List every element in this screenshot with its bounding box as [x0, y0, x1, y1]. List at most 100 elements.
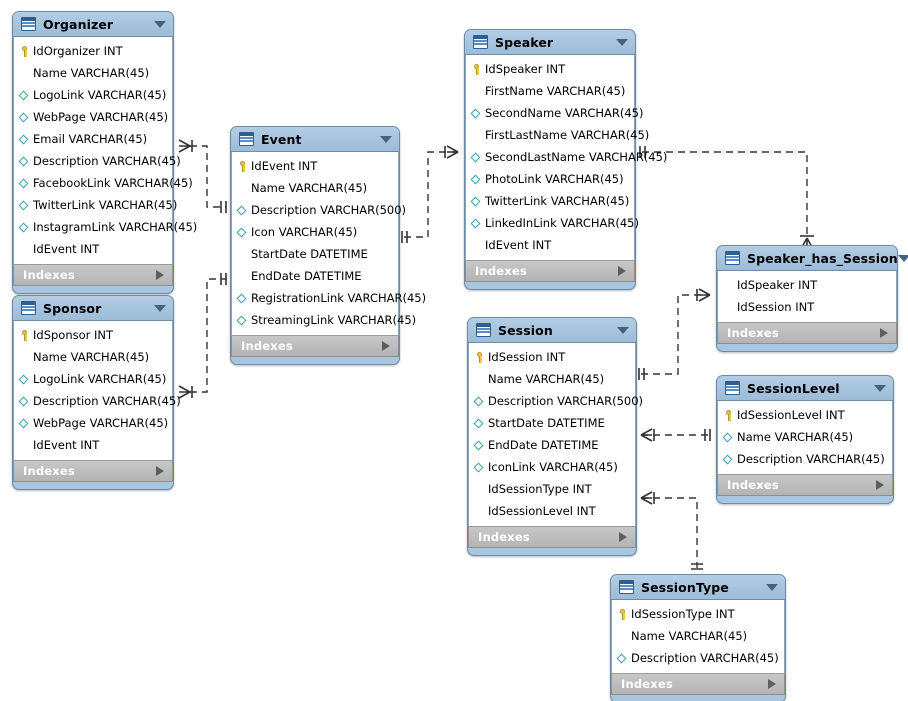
- table-header-session[interactable]: Session: [468, 318, 636, 343]
- column-row[interactable]: IdSpeaker INT: [466, 58, 634, 80]
- column-row[interactable]: IdSessionType INT: [612, 603, 784, 625]
- column-row[interactable]: FirstName VARCHAR(45): [466, 80, 634, 102]
- column-row[interactable]: IdSessionType INT: [469, 478, 635, 500]
- table-header-organizer[interactable]: Organizer: [13, 12, 173, 37]
- column-row[interactable]: StartDate DATETIME: [469, 412, 635, 434]
- column-row[interactable]: Name VARCHAR(45): [718, 426, 892, 448]
- column-row[interactable]: IdSessionLevel INT: [469, 500, 635, 522]
- chevron-down-icon[interactable]: [154, 20, 166, 28]
- column-row[interactable]: Description VARCHAR(500): [232, 199, 406, 221]
- chevron-right-icon[interactable]: [156, 466, 164, 476]
- indexes-section-speaker_has_session[interactable]: Indexes: [717, 322, 897, 344]
- chevron-down-icon[interactable]: [154, 304, 166, 312]
- table-header-speaker[interactable]: Speaker: [465, 30, 635, 55]
- column-row[interactable]: IconLink VARCHAR(45): [469, 456, 635, 478]
- indexes-section-organizer[interactable]: Indexes: [13, 264, 173, 286]
- column-row[interactable]: Name VARCHAR(45): [14, 346, 172, 368]
- column-row[interactable]: IdSpeaker INT: [718, 274, 896, 296]
- column-row[interactable]: SecondName VARCHAR(45): [466, 102, 643, 124]
- column-row[interactable]: EndDate DATETIME: [469, 434, 635, 456]
- column-row[interactable]: EndDate DATETIME: [232, 265, 398, 287]
- column-row[interactable]: IdOrganizer INT: [14, 40, 172, 62]
- indexes-section-speaker[interactable]: Indexes: [465, 260, 635, 282]
- chevron-down-icon[interactable]: [766, 583, 778, 591]
- column-row[interactable]: TwitterLink VARCHAR(45): [14, 194, 177, 216]
- table-header-event[interactable]: Event: [231, 127, 399, 152]
- table-header-sponsor[interactable]: Sponsor: [13, 296, 173, 321]
- column-row[interactable]: IdSession INT: [718, 296, 896, 318]
- column-row[interactable]: IdSession INT: [469, 346, 635, 368]
- indexes-section-event[interactable]: Indexes: [231, 335, 399, 357]
- column-row[interactable]: Description VARCHAR(45): [14, 150, 181, 172]
- column-row[interactable]: Description VARCHAR(45): [718, 448, 892, 470]
- indexes-section-session[interactable]: Indexes: [468, 526, 636, 548]
- chevron-right-icon[interactable]: [382, 341, 390, 351]
- column-row[interactable]: IdEvent INT: [232, 155, 398, 177]
- column-row[interactable]: Description VARCHAR(45): [612, 647, 784, 669]
- chevron-down-icon[interactable]: [616, 38, 628, 46]
- column-row[interactable]: PhotoLink VARCHAR(45): [466, 168, 634, 190]
- column-row[interactable]: TwitterLink VARCHAR(45): [466, 190, 634, 212]
- chevron-down-icon[interactable]: [874, 384, 886, 392]
- chevron-right-icon[interactable]: [768, 679, 776, 689]
- column-row[interactable]: Description VARCHAR(500): [469, 390, 643, 412]
- column-row[interactable]: FirstLastName VARCHAR(45): [466, 124, 649, 146]
- column-row[interactable]: FacebookLink VARCHAR(45): [14, 172, 193, 194]
- hollow-diamond-icon: [19, 90, 30, 101]
- chevron-right-icon[interactable]: [880, 328, 888, 338]
- column-row[interactable]: Name VARCHAR(45): [232, 177, 398, 199]
- column-row[interactable]: IdSponsor INT: [14, 324, 172, 346]
- column-row[interactable]: WebPage VARCHAR(45): [14, 106, 172, 128]
- column-row[interactable]: StreamingLink VARCHAR(45): [232, 309, 416, 331]
- table-icon: [21, 301, 36, 315]
- chevron-right-icon[interactable]: [619, 532, 627, 542]
- chevron-down-icon[interactable]: [897, 254, 908, 262]
- column-row[interactable]: Icon VARCHAR(45): [232, 221, 398, 243]
- column-row[interactable]: Email VARCHAR(45): [14, 128, 172, 150]
- table-header-sessionlevel[interactable]: SessionLevel: [717, 376, 893, 401]
- column-row[interactable]: Name VARCHAR(45): [469, 368, 635, 390]
- indexes-section-sessionlevel[interactable]: Indexes: [717, 474, 893, 496]
- column-row[interactable]: LogoLink VARCHAR(45): [14, 84, 172, 106]
- table-header-sessiontype[interactable]: SessionType: [611, 575, 785, 600]
- column-row[interactable]: SecondLastName VARCHAR(45): [466, 146, 667, 168]
- column-row[interactable]: LinkedInLink VARCHAR(45): [466, 212, 639, 234]
- indexes-section-sponsor[interactable]: Indexes: [13, 460, 173, 482]
- key-icon: [19, 329, 30, 341]
- column-row[interactable]: WebPage VARCHAR(45): [14, 412, 172, 434]
- hollow-diamond-icon: [474, 396, 485, 407]
- column-row[interactable]: Name VARCHAR(45): [612, 625, 784, 647]
- column-row[interactable]: IdEvent INT: [14, 434, 172, 456]
- column-row[interactable]: RegistrationLink VARCHAR(45): [232, 287, 426, 309]
- wire-speaker-shs: [642, 151, 808, 238]
- column-label: TwitterLink VARCHAR(45): [485, 194, 630, 208]
- chevron-right-icon[interactable]: [618, 266, 626, 276]
- column-row[interactable]: IdSessionLevel INT: [718, 404, 892, 426]
- column-label: Name VARCHAR(45): [737, 430, 854, 444]
- chevron-down-icon[interactable]: [617, 326, 629, 334]
- column-row[interactable]: Name VARCHAR(45): [14, 62, 172, 84]
- chevron-right-icon[interactable]: [156, 270, 164, 280]
- column-row[interactable]: StartDate DATETIME: [232, 243, 398, 265]
- indexes-section-sessiontype[interactable]: Indexes: [611, 673, 785, 695]
- table-header-speaker_has_session[interactable]: Speaker_has_Session: [717, 246, 908, 271]
- chevron-down-icon[interactable]: [380, 135, 392, 143]
- column-row[interactable]: LogoLink VARCHAR(45): [14, 368, 172, 390]
- chevron-right-icon[interactable]: [876, 480, 884, 490]
- column-row[interactable]: InstagramLink VARCHAR(45): [14, 216, 197, 238]
- column-row[interactable]: IdEvent INT: [466, 234, 634, 256]
- column-row[interactable]: IdEvent INT: [14, 238, 172, 260]
- column-row[interactable]: Description VARCHAR(45): [14, 390, 181, 412]
- table-icon: [725, 381, 740, 395]
- hollow-diamond-icon: [19, 396, 30, 407]
